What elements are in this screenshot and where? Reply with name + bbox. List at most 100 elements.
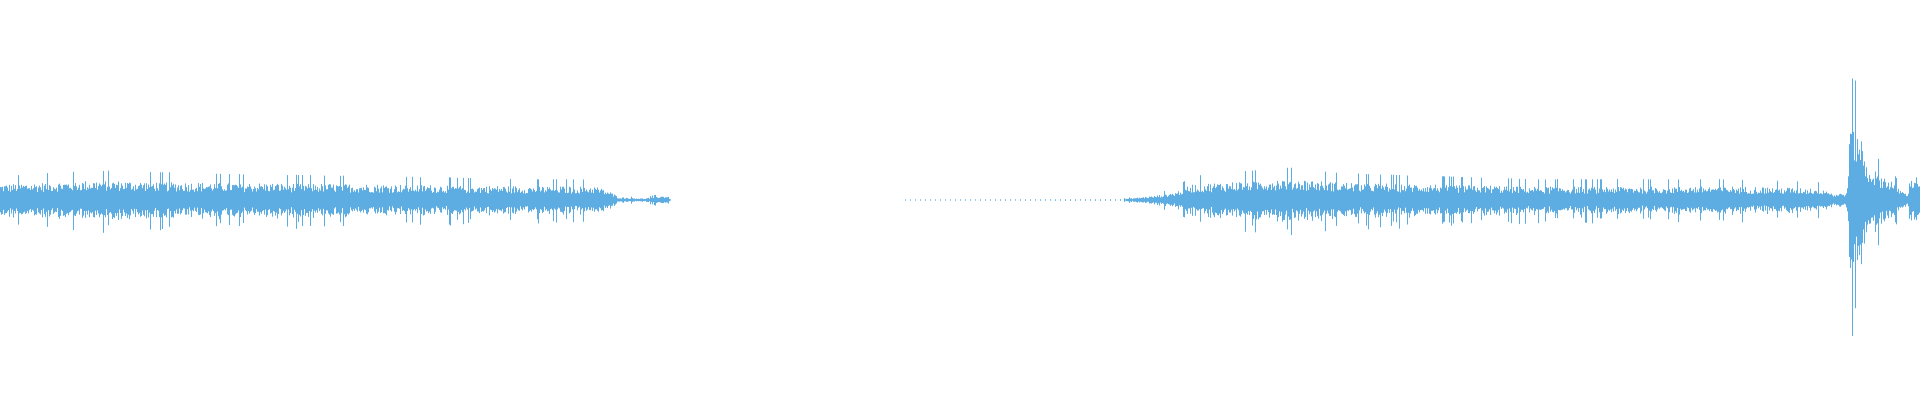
waveform-bar: [569, 186, 570, 214]
waveform-bar: [216, 173, 217, 227]
waveform-bar: [60, 185, 61, 216]
waveform-bar: [1417, 187, 1418, 214]
waveform-bar: [550, 189, 551, 210]
waveform-bar: [83, 183, 84, 216]
waveform-bar: [167, 191, 168, 210]
waveform-bar: [188, 185, 189, 215]
waveform-bar: [104, 184, 105, 216]
waveform-bar: [1266, 186, 1267, 215]
waveform-bar: [1545, 179, 1546, 222]
waveform-bar: [1341, 186, 1342, 214]
waveform-bar: [6, 185, 7, 214]
waveform-bar: [1426, 191, 1427, 209]
waveform-bar: [1832, 195, 1833, 205]
waveform-bar: [1739, 193, 1740, 208]
waveform-bar: [1353, 191, 1354, 209]
waveform-bar: [1542, 191, 1543, 210]
waveform-bar: [520, 192, 521, 207]
waveform-bar: [321, 184, 322, 214]
waveform-bar: [600, 190, 601, 209]
waveform-bar: [559, 192, 560, 209]
waveform-bar: [268, 190, 269, 211]
waveform-bar: [476, 191, 477, 209]
waveform-bar: [345, 184, 346, 218]
waveform-bar: [1126, 198, 1127, 202]
waveform-bar: [656, 196, 657, 203]
waveform-bar: [33, 188, 34, 211]
waveform-bar: [1744, 191, 1745, 209]
waveform-bar: [1825, 192, 1826, 208]
waveform-bar: [1872, 179, 1873, 218]
waveform-bar: [412, 176, 413, 223]
waveform-bar: [1340, 189, 1341, 212]
waveform-bar: [1680, 190, 1681, 209]
waveform-bar: [1594, 187, 1595, 214]
waveform-bar: [1624, 190, 1625, 209]
waveform-bar: [985, 199, 986, 201]
waveform-bar: [1208, 183, 1209, 218]
waveform-bar: [65, 184, 66, 218]
waveform-bar: [1238, 188, 1239, 211]
waveform-bar: [1199, 191, 1200, 210]
waveform-bar: [1162, 197, 1163, 204]
waveform-bar: [1393, 174, 1394, 222]
waveform-bar: [567, 193, 568, 207]
waveform-bar: [654, 195, 655, 206]
waveform-bar: [661, 196, 662, 203]
waveform-bar: [225, 190, 226, 211]
waveform-bar: [1862, 151, 1863, 243]
waveform-bar: [229, 173, 230, 226]
waveform-bar: [1473, 186, 1474, 214]
waveform-bar: [1336, 172, 1337, 226]
waveform-bar: [1273, 187, 1274, 215]
waveform-bar: [202, 182, 203, 219]
waveform-bar: [1207, 186, 1208, 214]
waveform-bar: [201, 191, 202, 208]
waveform-bar: [607, 192, 608, 209]
waveform-bar: [920, 199, 921, 201]
waveform-bar: [1090, 199, 1091, 201]
waveform-bar: [1491, 193, 1492, 208]
waveform-bar: [179, 190, 180, 209]
waveform-bar: [435, 187, 436, 212]
waveform-bar: [1262, 187, 1263, 212]
waveform-bar: [1619, 191, 1620, 209]
waveform-bar: [96, 182, 97, 216]
waveform-bar: [456, 188, 457, 211]
waveform-bar: [374, 186, 375, 212]
waveform-bar: [576, 193, 577, 207]
waveform-bar: [1134, 198, 1135, 202]
waveform-bar: [562, 186, 563, 213]
waveform-bar: [483, 188, 484, 212]
waveform-bar: [1666, 193, 1667, 207]
waveform-bar: [1503, 190, 1504, 209]
waveform-bar: [1568, 190, 1569, 210]
waveform-bar: [91, 187, 92, 214]
waveform-bar: [1826, 191, 1827, 210]
waveform-bar: [1764, 193, 1765, 206]
waveform-bar: [324, 175, 325, 227]
waveform-bar: [509, 191, 510, 208]
waveform-bar: [378, 188, 379, 212]
waveform-bar: [1260, 183, 1261, 218]
waveform-bar: [1293, 187, 1294, 213]
waveform-bar: [1105, 199, 1106, 201]
waveform-bar: [970, 199, 971, 201]
waveform-bar: [249, 184, 250, 214]
waveform-bar: [407, 188, 408, 212]
waveform-bar: [78, 187, 79, 211]
waveform-bar: [1865, 176, 1866, 222]
waveform-bar: [1620, 187, 1621, 214]
waveform-bar: [1267, 190, 1268, 210]
waveform-bar: [1359, 190, 1360, 211]
waveform-bar: [549, 187, 550, 214]
waveform-bar: [1754, 189, 1755, 210]
waveform-bar: [209, 186, 210, 216]
waveform-bar: [659, 197, 660, 203]
waveform-bar: [504, 187, 505, 213]
waveform-bar: [309, 187, 310, 212]
waveform-bar: [270, 184, 271, 214]
waveform-bar: [1584, 193, 1585, 207]
waveform-bar: [1868, 182, 1869, 221]
waveform-bar: [1762, 187, 1763, 211]
